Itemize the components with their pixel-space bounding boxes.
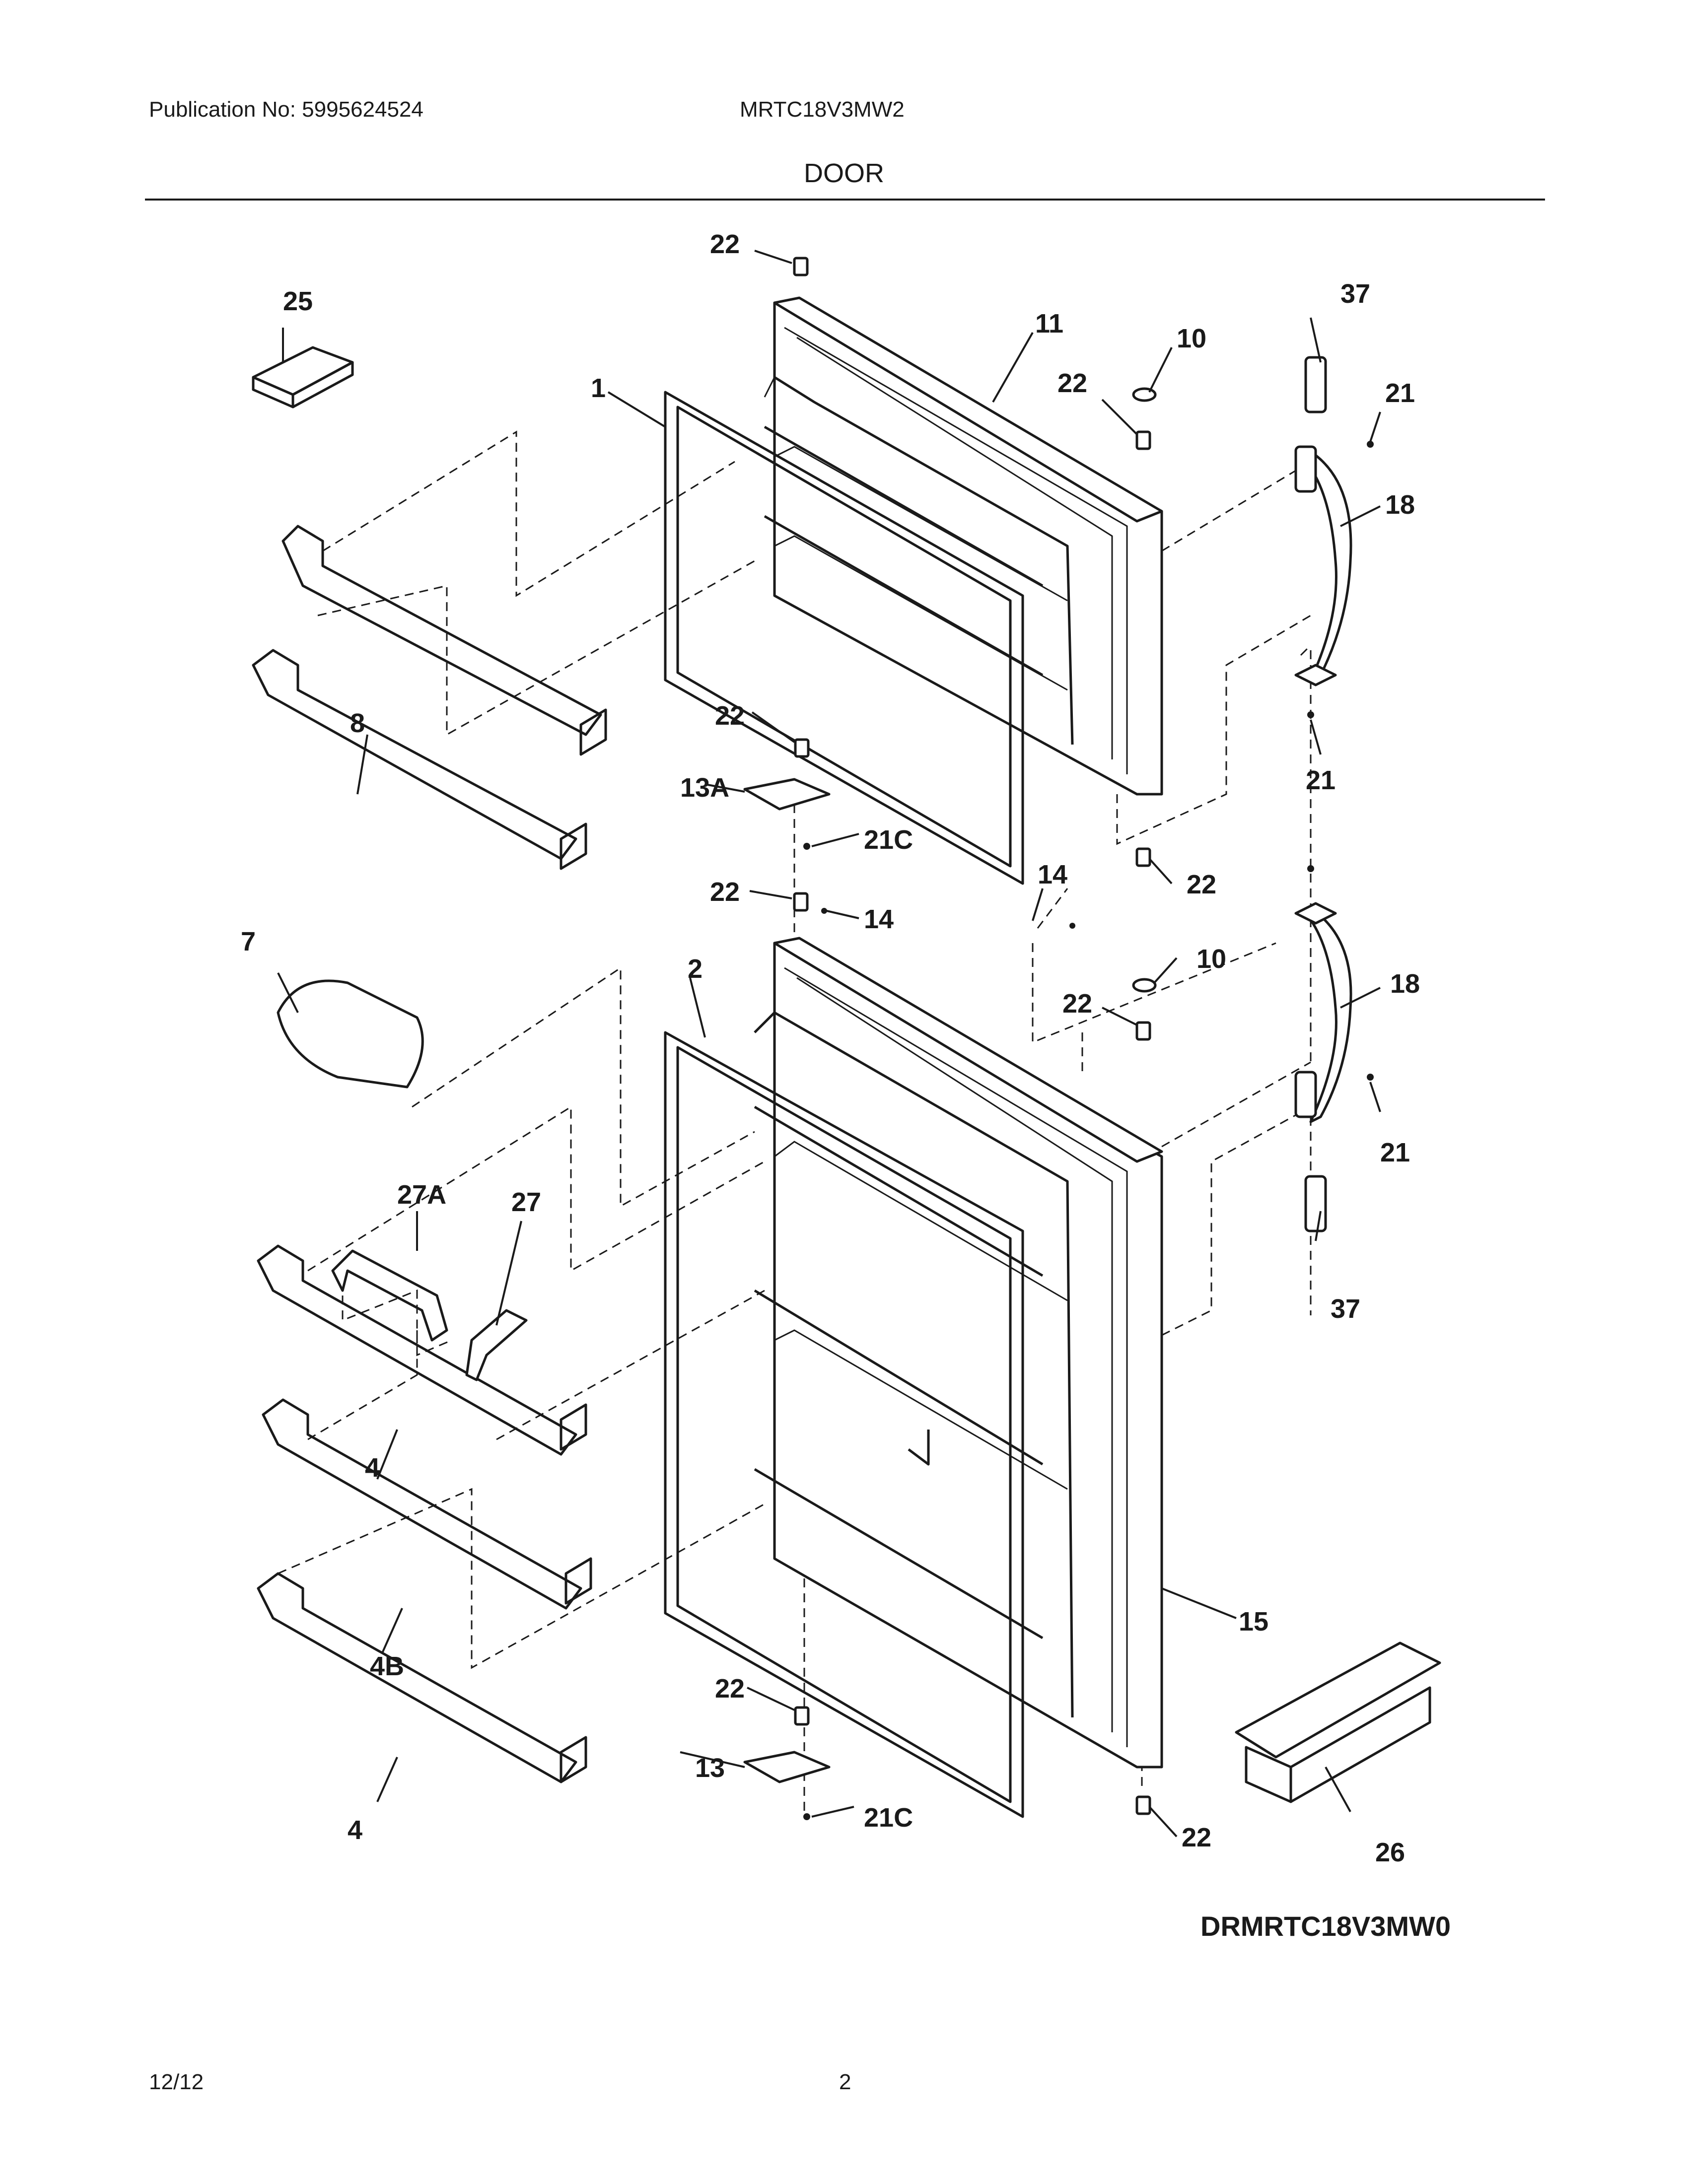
callout: 14: [1038, 860, 1067, 889]
callout: 37: [1340, 279, 1370, 309]
upper-hinge: [743, 778, 831, 811]
callout: 22: [710, 877, 740, 907]
callout: 18: [1390, 969, 1420, 999]
callout: 13A: [680, 773, 729, 803]
header-rule: [145, 199, 1545, 201]
refrigerator-door-shelves: [257, 1244, 592, 1783]
freezer-door-shelves: [252, 525, 607, 870]
callout: 21: [1380, 1138, 1410, 1167]
callout: 22: [715, 701, 745, 731]
lower-door-gasket: [664, 1031, 1024, 1818]
callout: 18: [1385, 490, 1415, 520]
callout: 22: [715, 1674, 745, 1704]
callout-labels: 22 25 11 10 37 22 21 1 18 22 8 13A 21 21…: [241, 229, 1451, 1942]
callout: 21C: [864, 1803, 913, 1833]
callout: 21C: [864, 825, 913, 855]
butter-dish: [252, 346, 354, 409]
callout: 22: [1182, 1823, 1211, 1852]
page-number: 2: [839, 2070, 851, 2094]
lower-door-handle: [1294, 902, 1352, 1123]
shelf-clip: [465, 1309, 528, 1381]
callout: 21: [1385, 378, 1415, 408]
hardware: [793, 257, 1374, 1820]
lower-door: [754, 937, 1163, 1769]
door-bin: [1235, 1641, 1441, 1803]
callout: 4: [365, 1453, 380, 1483]
upper-door: [764, 296, 1163, 796]
callout: 21: [1306, 765, 1336, 795]
callout: 13: [695, 1753, 725, 1783]
callout: 26: [1375, 1838, 1405, 1867]
diagram-code: DRMRTC18V3MW0: [1200, 1911, 1451, 1942]
callout: 14: [864, 904, 894, 934]
callout: 25: [283, 286, 313, 316]
callout: 8: [350, 708, 365, 738]
publication-number: Publication No: 5995624524: [149, 97, 423, 122]
callout: 4: [348, 1815, 362, 1845]
callout: 1: [591, 373, 606, 403]
callout: 27: [511, 1187, 541, 1217]
callout: 22: [1187, 870, 1216, 899]
callout: 10: [1196, 944, 1226, 974]
upper-door-handle: [1294, 445, 1352, 686]
dairy-door: [277, 979, 424, 1089]
callout: 10: [1177, 324, 1206, 353]
lower-hinge: [743, 1751, 831, 1783]
callout: 15: [1239, 1607, 1268, 1637]
callout: 4B: [370, 1651, 404, 1681]
callout: 22: [710, 229, 740, 259]
callout: 2: [688, 954, 703, 984]
footer-date: 12/12: [149, 2070, 204, 2094]
callout: 37: [1331, 1294, 1360, 1324]
section-title: DOOR: [804, 158, 884, 188]
callout: 22: [1057, 368, 1087, 398]
handle-end-caps: [1304, 356, 1327, 1232]
callout: 27A: [397, 1180, 446, 1210]
leader-lines: [277, 250, 1381, 1838]
shelf-handle: [331, 1249, 448, 1342]
callout: 7: [241, 927, 256, 956]
model-number: MRTC18V3MW2: [740, 97, 905, 122]
callout: 22: [1062, 989, 1092, 1019]
callout: 11: [1035, 309, 1063, 339]
upper-door-gasket: [664, 391, 1024, 885]
